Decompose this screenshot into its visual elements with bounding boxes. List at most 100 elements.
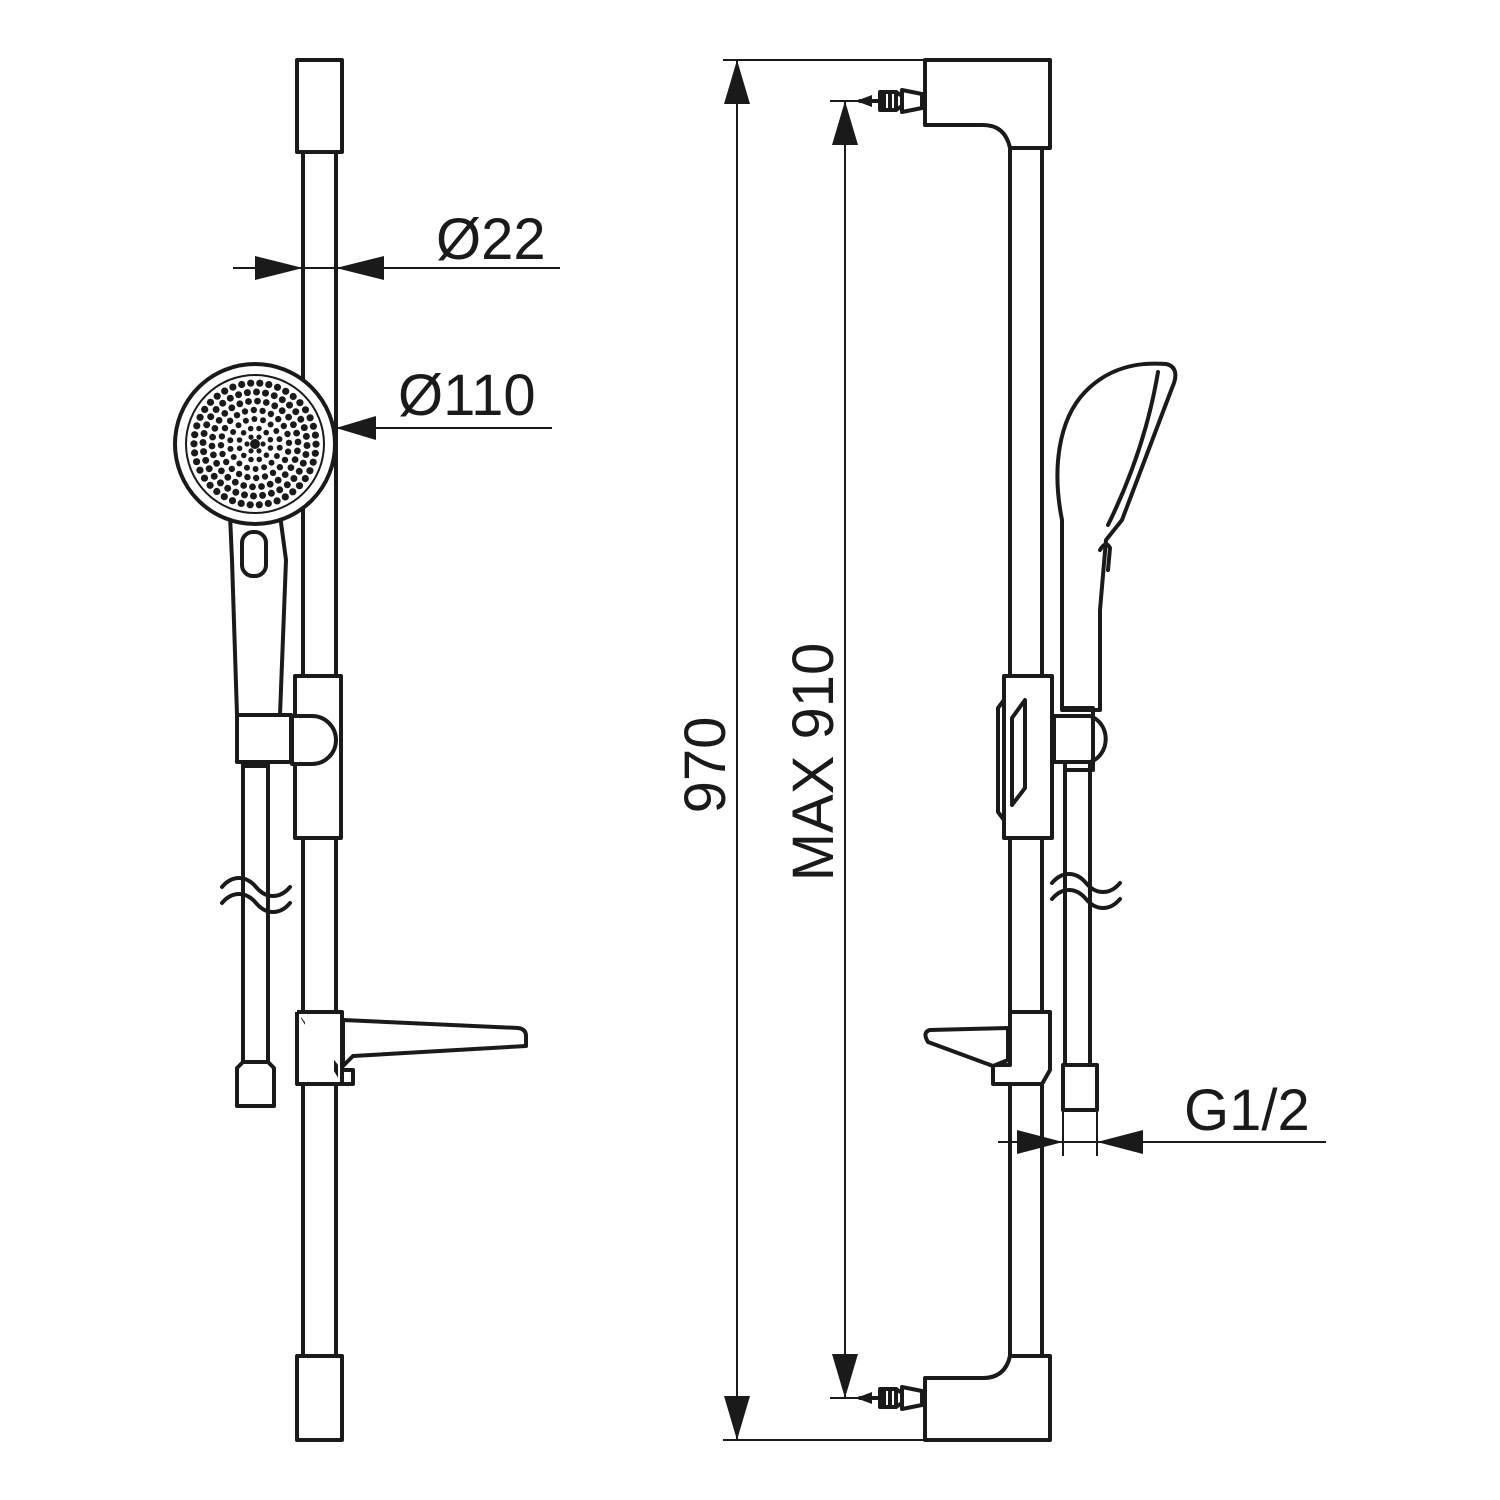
handshower-button-side — [1098, 542, 1112, 572]
nozzle-dot — [309, 458, 317, 466]
nozzle-dot — [293, 429, 300, 437]
soap-dish-clamp-front — [295, 1010, 355, 1086]
nozzle-dot — [226, 394, 234, 402]
nozzle-dot — [262, 389, 269, 397]
nozzle-dot — [289, 488, 297, 496]
nozzle-dot — [261, 464, 268, 471]
nozzle-dot — [219, 399, 227, 407]
nozzle-dot — [212, 406, 220, 413]
nozzle-dot — [213, 459, 221, 467]
nozzle-dot — [228, 465, 235, 473]
nozzle-dot — [260, 441, 266, 447]
nozzle-dot — [283, 481, 291, 489]
total-height-dimension — [723, 59, 925, 1441]
soap-dish-tray-side — [923, 1026, 1010, 1068]
nozzle-dot — [221, 424, 229, 432]
nozzle-dot — [210, 451, 217, 459]
nozzle-dot — [244, 464, 250, 471]
nozzle-dot — [250, 406, 257, 414]
nozzle-dot — [247, 425, 254, 432]
nozzle-dot — [265, 381, 273, 389]
nozzle-dot — [235, 470, 243, 478]
handle-button — [240, 530, 268, 578]
nozzle-dot — [268, 459, 275, 466]
nozzle-dot — [193, 422, 201, 430]
nozzle-dot — [284, 448, 292, 455]
nozzle-dot — [259, 407, 266, 415]
max-distance-label: MAX 910 — [781, 643, 846, 882]
nozzle-dot — [236, 437, 243, 443]
nozzle-dot — [278, 407, 286, 415]
nozzle-dot — [303, 442, 311, 449]
nozzle-dot — [282, 387, 290, 395]
shower-head-nozzles — [190, 379, 320, 509]
nozzle-dot — [261, 473, 269, 480]
nozzle-dot — [207, 413, 215, 421]
nozzle-dot — [247, 379, 255, 387]
nozzle-dot — [217, 442, 225, 449]
holder-pivot-front — [290, 714, 338, 766]
nozzle-dot — [241, 491, 248, 499]
nozzle-dot — [280, 422, 287, 430]
nozzle-dot — [297, 415, 305, 423]
soap-dish-tray-front — [341, 1018, 528, 1068]
nozzle-dot — [276, 444, 283, 451]
nozzle-dot — [231, 478, 239, 486]
nozzle-dot — [202, 456, 210, 464]
nozzle-dot — [312, 440, 320, 448]
nozzle-dot — [311, 449, 319, 457]
nozzle-dot — [193, 458, 201, 466]
front-view — [173, 58, 528, 1442]
total-height-label: 970 — [673, 717, 738, 814]
nozzle-dot — [236, 400, 244, 408]
nozzle-dot — [302, 432, 310, 440]
nozzle-dot — [191, 449, 199, 457]
slider-window — [1010, 698, 1027, 807]
nozzle-dot — [243, 389, 251, 397]
nozzle-dot — [275, 415, 282, 423]
nozzle-dot — [203, 421, 211, 429]
nozzle-dot — [220, 493, 228, 501]
nozzle-dot — [300, 424, 308, 432]
nozzle-dot — [221, 410, 229, 417]
nozzle-dot — [246, 501, 254, 509]
nozzle-dot — [269, 469, 277, 476]
nozzle-dot — [227, 437, 234, 444]
side-view — [856, 58, 1178, 1442]
nozzle-dot — [255, 501, 263, 509]
nozzle-dot — [276, 436, 283, 443]
nozzle-dot — [229, 383, 237, 391]
nozzle-dot — [224, 484, 232, 492]
nozzle-dot — [241, 408, 249, 415]
nozzle-dot — [240, 482, 248, 489]
nozzle-dot — [266, 480, 274, 488]
nozzle-dot — [218, 467, 225, 475]
bottom-wall-plug — [856, 1385, 924, 1411]
nozzle-dot — [285, 413, 292, 421]
nozzle-dot — [237, 499, 245, 507]
hose-nut-side — [1061, 1063, 1099, 1112]
nozzle-dot — [244, 473, 251, 481]
nozzle-dot — [248, 434, 254, 440]
nozzle-dot — [219, 450, 226, 458]
nozzle-dot — [251, 416, 258, 422]
nozzle-dot — [191, 431, 199, 439]
hose-nut-front — [235, 1060, 276, 1108]
nozzle-dot — [253, 388, 260, 396]
nozzle-dot — [223, 458, 230, 466]
nozzle-dot — [290, 475, 298, 482]
nozzle-dot — [228, 497, 237, 505]
nozzle-dot — [205, 465, 213, 473]
head-diameter-label: Ø110 — [398, 363, 536, 428]
nozzle-dot — [213, 392, 221, 400]
bottom-end-cap-front — [295, 1354, 344, 1442]
nozzle-dot — [270, 392, 278, 400]
nozzle-dot — [260, 417, 266, 424]
nozzle-dot — [248, 448, 254, 454]
nozzle-dot — [217, 479, 224, 487]
nozzle-dot — [236, 460, 243, 467]
nozzle-dot — [267, 421, 274, 428]
nozzle-dot — [256, 456, 263, 463]
nozzle-center — [250, 439, 260, 449]
